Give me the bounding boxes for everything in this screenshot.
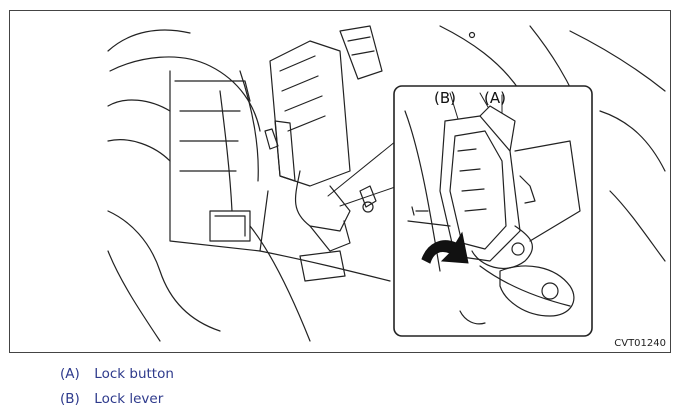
callout-b: (B) <box>434 89 456 107</box>
legend-item-b: (B) Lock lever <box>60 391 163 407</box>
harness-line <box>107 29 191 52</box>
bracket-block <box>209 210 251 242</box>
legend-text: Lock lever <box>94 391 164 407</box>
legend-item-a: (A) Lock button <box>60 366 174 382</box>
callout-a: (A) <box>484 89 506 107</box>
legend-tag: (A) <box>60 366 80 382</box>
figure-code: CVT01240 <box>614 338 666 349</box>
illustration-frame: (B) (A) CVT01240 <box>9 10 671 353</box>
module-body <box>269 40 351 187</box>
connector-body <box>439 115 521 262</box>
bolt-icon <box>362 201 374 213</box>
legend-tag: (B) <box>60 391 80 407</box>
legend-text: Lock button <box>94 366 174 382</box>
direction-arrow-icon <box>421 231 469 264</box>
connector-illustration: (B) (A) <box>107 25 666 342</box>
floor-pad <box>299 250 346 282</box>
